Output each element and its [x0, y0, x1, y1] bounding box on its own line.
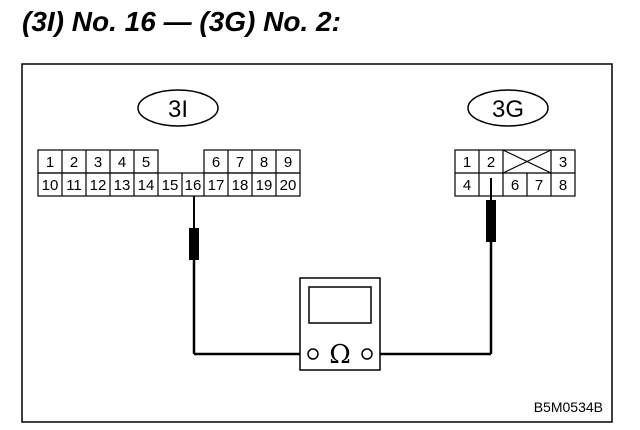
connector-3g-label-oval [467, 89, 549, 127]
pin-label: 11 [66, 177, 82, 194]
right-probe [380, 178, 496, 356]
connector-3i [37, 149, 301, 197]
pin-label: 18 [232, 177, 249, 194]
pin-label: 7 [236, 154, 244, 171]
connector-3i-label-oval [137, 89, 219, 127]
pin-label: 4 [463, 177, 471, 194]
pin-label: 8 [559, 177, 567, 194]
pin-label: 1 [463, 154, 471, 171]
left-probe [189, 196, 300, 356]
pin-label: 7 [535, 177, 543, 194]
pin-label: 3 [94, 154, 102, 171]
connector-3g-label: 3G [492, 96, 524, 123]
connector-3i-pin-labels: 1 2 3 4 5 6 7 8 9 10 11 12 13 14 15 16 1… [42, 154, 297, 194]
connector-3g-pin-labels: 1 2 3 4 6 7 8 [463, 154, 567, 194]
connector-3g [454, 149, 576, 197]
pin-label: 5 [142, 154, 150, 171]
pin-label: 2 [70, 154, 78, 171]
pin-label: 9 [284, 154, 292, 171]
diagram-frame [21, 63, 613, 423]
meter-terminal-left [307, 348, 319, 360]
pin-label: 20 [280, 177, 297, 194]
pin-label: 2 [487, 154, 495, 171]
pin-label: 19 [256, 177, 273, 194]
pin-label: 17 [208, 177, 225, 194]
pin-label: 10 [42, 177, 59, 194]
ohmmeter: Ω [299, 277, 381, 371]
page-title: (3I) No. 16 — (3G) No. 2: [22, 6, 341, 37]
meter-terminal-right [361, 348, 373, 360]
ohm-symbol: Ω [329, 340, 351, 370]
connector-3i-label: 3I [168, 96, 188, 123]
pin-label: 12 [90, 177, 107, 194]
pin-label: 14 [138, 177, 155, 194]
pin-label: 6 [511, 177, 519, 194]
pin-label: 3 [559, 154, 567, 171]
pin-label: 16 [185, 177, 202, 194]
pin-label: 6 [212, 154, 220, 171]
pin-label: 13 [114, 177, 131, 194]
pin-label: 4 [118, 154, 126, 171]
reference-code: B5M0534B [534, 399, 603, 415]
pin-label: 1 [46, 154, 54, 171]
pin-label: 8 [260, 154, 268, 171]
pin-label: 15 [162, 177, 179, 194]
